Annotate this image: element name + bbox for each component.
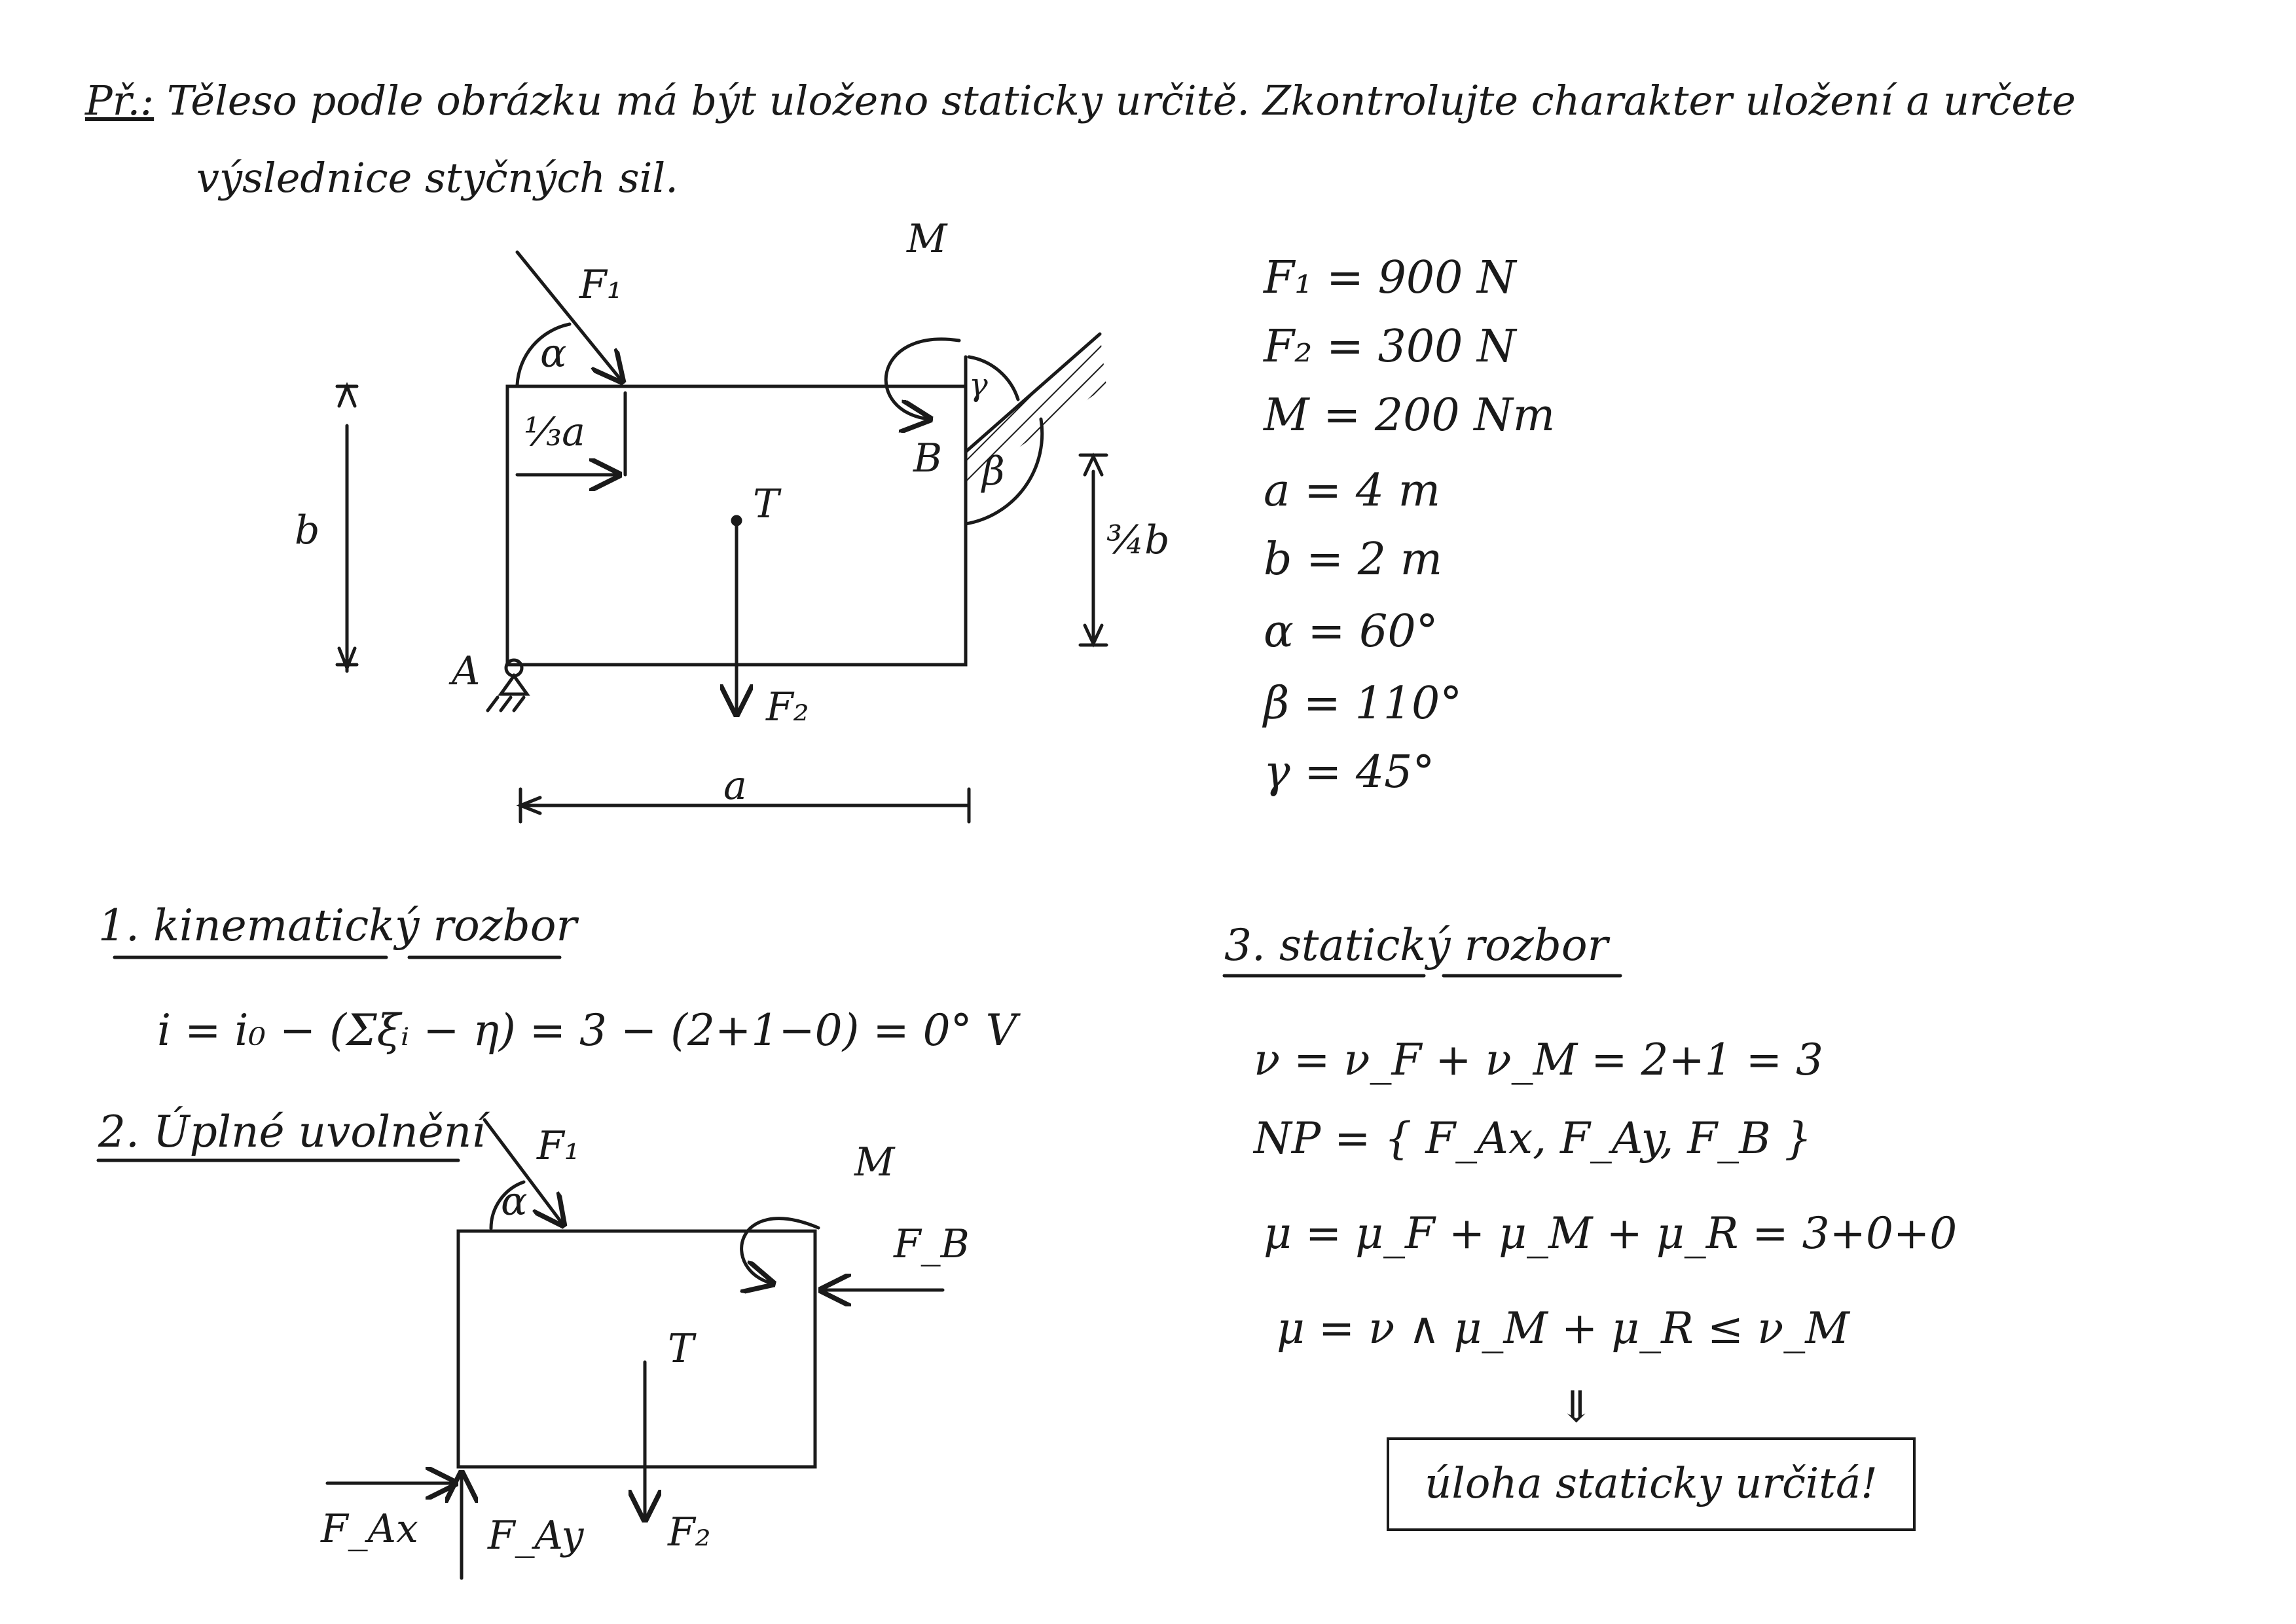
problem-label: Př.: (85, 77, 155, 124)
problem-line-2: výslednice styčných sil. (196, 154, 678, 202)
beta-arc (964, 417, 1044, 526)
label-a-length: a (723, 763, 747, 809)
label-a-support: A (452, 648, 481, 694)
result-box: úloha staticky určitá! (1387, 1437, 1916, 1531)
label-t: T (753, 481, 780, 527)
label-fb: F_B (894, 1221, 970, 1267)
label-f2: F₂ (766, 684, 809, 730)
label-gamma: γ (969, 367, 988, 403)
gamma-arc (967, 355, 1020, 401)
label-three-quarter-b: ¾b (1106, 517, 1170, 563)
alpha-arc-2 (489, 1180, 526, 1230)
static-eq-1: ν = ν_F + ν_M = 2+1 = 3 (1254, 1035, 1824, 1085)
section-1-heading: 1. kinematický rozbor (98, 900, 577, 951)
label-b: b (295, 507, 320, 553)
label-fax: F_Ax (321, 1506, 418, 1552)
given-f2: F₂ = 300 N (1264, 321, 1516, 373)
support-a (486, 658, 530, 712)
section-3-heading: 3. statický rozbor (1224, 920, 1608, 970)
section-2-heading: 2. Úplné uvolnění (98, 1107, 485, 1157)
kinematic-equation: i = i₀ − (Σξᵢ − η) = 3 − (2+1−0) = 0° V (157, 1005, 1017, 1056)
given-alpha: α = 60° (1264, 606, 1438, 657)
given-gamma: γ = 45° (1264, 747, 1435, 798)
section-2-title: Úplné uvolnění (153, 1107, 486, 1157)
body-rectangle-2 (456, 1229, 817, 1469)
label-m: M (907, 216, 947, 262)
label-alpha-2: α (501, 1179, 528, 1225)
force-f1-arrow-2 (483, 1118, 563, 1225)
label-t-2: T (668, 1326, 695, 1372)
force-f1-arrow (515, 250, 622, 381)
problem-statement: Př.: Těleso podle obrázku má být uloženo… (85, 62, 2232, 217)
label-fay: F_Ay (488, 1513, 584, 1559)
section-1-title: kinematický rozbor (153, 900, 577, 951)
label-b-support: B (913, 435, 943, 481)
section-3-title: statický rozbor (1279, 920, 1609, 970)
problem-line-1: Těleso podle obrázku má být uloženo stat… (166, 77, 2076, 124)
moment-m-arrow (884, 337, 961, 419)
moment-m-arrow-2 (742, 1217, 820, 1283)
support-b-incline (964, 332, 1106, 526)
static-eq-2: NP = { F_Ax, F_Ay, F_B } (1254, 1113, 1812, 1164)
section-3-number: 3. (1224, 920, 1266, 970)
section-1-number: 1. (98, 900, 139, 951)
label-third-a: ⅓a (524, 409, 585, 455)
given-m: M = 200 Nm (1264, 390, 1556, 441)
label-f1: F₁ (579, 262, 623, 308)
static-eq-3: μ = μ_F + μ_M + μ_R = 3+0+0 (1264, 1208, 1958, 1259)
label-f2-2: F₂ (668, 1509, 711, 1555)
given-beta: β = 110° (1264, 678, 1463, 729)
label-beta: β (982, 449, 1005, 494)
given-a: a = 4 m (1264, 465, 1441, 517)
label-f1-2: F₁ (537, 1123, 580, 1169)
implies-arrow: ⇓ (1558, 1382, 1595, 1432)
alpha-arc (515, 322, 572, 387)
section-2-number: 2. (98, 1107, 139, 1157)
static-eq-4: μ = ν ∧ μ_M + μ_R ≤ ν_M (1277, 1303, 1850, 1354)
given-b: b = 2 m (1264, 534, 1443, 585)
given-f1: F₁ = 900 N (1264, 252, 1516, 304)
label-m-2: M (854, 1139, 895, 1185)
label-alpha: α (540, 331, 567, 377)
